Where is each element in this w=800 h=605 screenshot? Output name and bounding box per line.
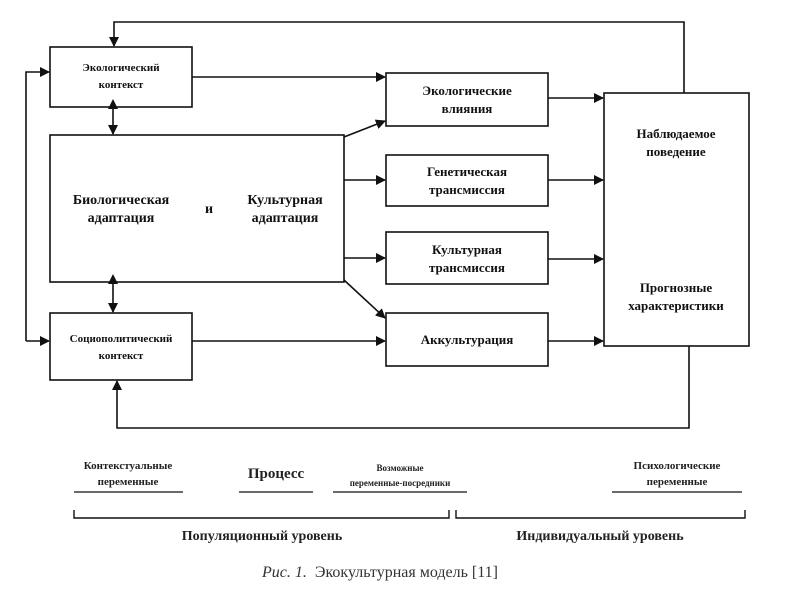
individual-level-label: Индивидуальный уровень [516, 529, 684, 544]
caption-prefix: Рис. 1. [261, 564, 307, 581]
arrow-adaptation-to-influence [343, 119, 386, 138]
feedback-left-to-eco [25, 67, 50, 341]
behavior-box [603, 92, 750, 347]
mediators-label-2: переменные-посредники [350, 478, 451, 488]
arrow-adaptation-to-acculturation [343, 279, 386, 319]
sociopol-context-label-1: Социополитический [70, 333, 173, 345]
cult-adaptation-label-2: адаптация [252, 211, 319, 226]
mediators-label-1: Возможные [376, 463, 423, 473]
cult-adaptation-label-1: Культурная [247, 193, 323, 208]
sociopol-context-label-2: контекст [99, 350, 144, 362]
adaptation-box [49, 134, 345, 283]
contextual-vars-label-2: переменные [98, 476, 159, 488]
eco-context-label-1: Экологический [82, 62, 160, 74]
observed-behavior-label-2: поведение [646, 144, 706, 159]
genetic-transmission-box [385, 154, 549, 207]
sociopol-context-box [49, 312, 193, 381]
acculturation-box [385, 312, 549, 367]
feedback-loop-top [109, 21, 685, 93]
genetic-transmission-label-2: трансмиссия [429, 182, 505, 197]
acculturation-label: Аккультурация [421, 332, 514, 347]
psych-vars-label-1: Психологические [634, 460, 721, 472]
population-level-label: Популяционный уровень [182, 529, 343, 544]
cultural-transmission-label-1: Культурная [432, 242, 502, 257]
caption-text: Экокультурная модель [11] [315, 564, 498, 581]
observed-behavior-label-1: Наблюдаемое [636, 126, 715, 141]
process-label: Процесс [248, 466, 305, 482]
cultural-transmission-label-2: трансмиссия [429, 260, 505, 275]
bio-adaptation-label-1: Биологическая [73, 193, 170, 208]
eco-influence-box [385, 72, 549, 127]
eco-context-label-2: контекст [99, 79, 144, 91]
feedback-loop-bottom [112, 346, 690, 429]
psych-vars-label-2: переменные [647, 476, 708, 488]
individual-level-bracket [455, 510, 746, 519]
figure-caption: Рис. 1. Экокультурная модель [11] [261, 564, 498, 581]
contextual-vars-label-1: Контекстуальные [84, 460, 173, 472]
predicted-characteristics-label-2: характеристики [628, 298, 724, 313]
and-label: и [205, 202, 213, 217]
cultural-transmission-box [385, 231, 549, 285]
population-level-bracket [73, 510, 450, 519]
genetic-transmission-label-1: Генетическая [427, 164, 507, 179]
predicted-characteristics-label-1: Прогнозные [640, 280, 713, 295]
bio-adaptation-label-2: адаптация [88, 211, 155, 226]
eco-context-box [49, 46, 193, 108]
eco-influence-label-2: влияния [442, 101, 493, 116]
eco-influence-label-1: Экологические [422, 83, 512, 98]
